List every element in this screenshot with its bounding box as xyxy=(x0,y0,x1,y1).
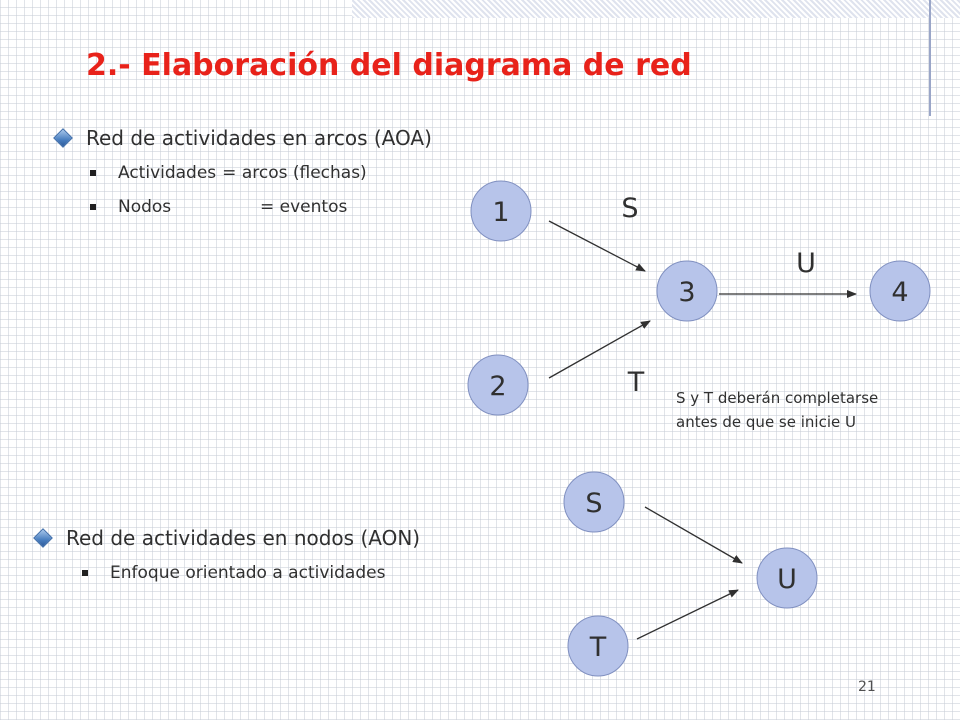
aoa-node-1: 1 xyxy=(470,180,532,242)
square-bullet-icon xyxy=(90,204,96,210)
aoa-item-left: Nodos xyxy=(118,197,172,217)
aoa-activity-s-label: S xyxy=(621,193,638,224)
aon-node-s-label: S xyxy=(585,488,602,519)
aoa-item-left: Actividades xyxy=(118,163,217,183)
aoa-item-activities: Actividades = arcos (flechas) xyxy=(90,163,367,183)
aoa-activity-t-label: T xyxy=(627,367,645,398)
aon-node-u: U xyxy=(756,547,818,609)
aoa-arrow-t xyxy=(548,320,651,379)
aon-arrow-s-u xyxy=(644,506,743,564)
aoa-node-2: 2 xyxy=(467,354,529,416)
aoa-activity-u-label: U xyxy=(796,248,816,279)
header-hatch-band xyxy=(352,0,960,18)
aoa-note: S y T deberán completarse antes de que s… xyxy=(676,386,878,434)
aon-bullet: Red de actividades en nodos (AON) xyxy=(33,526,421,550)
aoa-note-line-2: antes de que se inicie U xyxy=(676,413,856,431)
aon-item-text: Enfoque orientado a actividades xyxy=(110,563,386,583)
aon-node-u-label: U xyxy=(777,564,797,595)
square-bullet-icon xyxy=(90,170,96,176)
page-number: 21 xyxy=(858,679,876,695)
aoa-node-3: 3 xyxy=(656,260,718,322)
header-vertical-rule xyxy=(929,0,931,116)
aoa-note-line-1: S y T deberán completarse xyxy=(676,389,879,407)
aoa-node-1-label: 1 xyxy=(492,197,509,228)
aoa-node-4-label: 4 xyxy=(891,277,908,308)
aon-node-s: S xyxy=(563,471,625,533)
aon-arrow-t-u xyxy=(636,589,739,640)
square-bullet-icon xyxy=(82,570,88,576)
aoa-heading: Red de actividades en arcos (AOA) xyxy=(86,126,432,150)
aoa-item-right: = eventos xyxy=(260,197,348,217)
aoa-arrow-s xyxy=(548,220,646,272)
slide-title: 2.- Elaboración del diagrama de red xyxy=(86,48,692,83)
aoa-node-2-label: 2 xyxy=(489,371,506,402)
aon-item-approach: Enfoque orientado a actividades xyxy=(82,563,385,583)
aon-heading: Red de actividades en nodos (AON) xyxy=(66,526,421,550)
aoa-item-nodes: Nodos = eventos xyxy=(90,197,347,217)
aon-node-t: T xyxy=(567,615,629,677)
aoa-node-4: 4 xyxy=(869,260,931,322)
aoa-bullet: Red de actividades en arcos (AOA) xyxy=(53,126,432,150)
aoa-node-3-label: 3 xyxy=(678,277,695,308)
aoa-item-right: = arcos (flechas) xyxy=(222,163,367,183)
aon-node-t-label: T xyxy=(589,632,607,663)
